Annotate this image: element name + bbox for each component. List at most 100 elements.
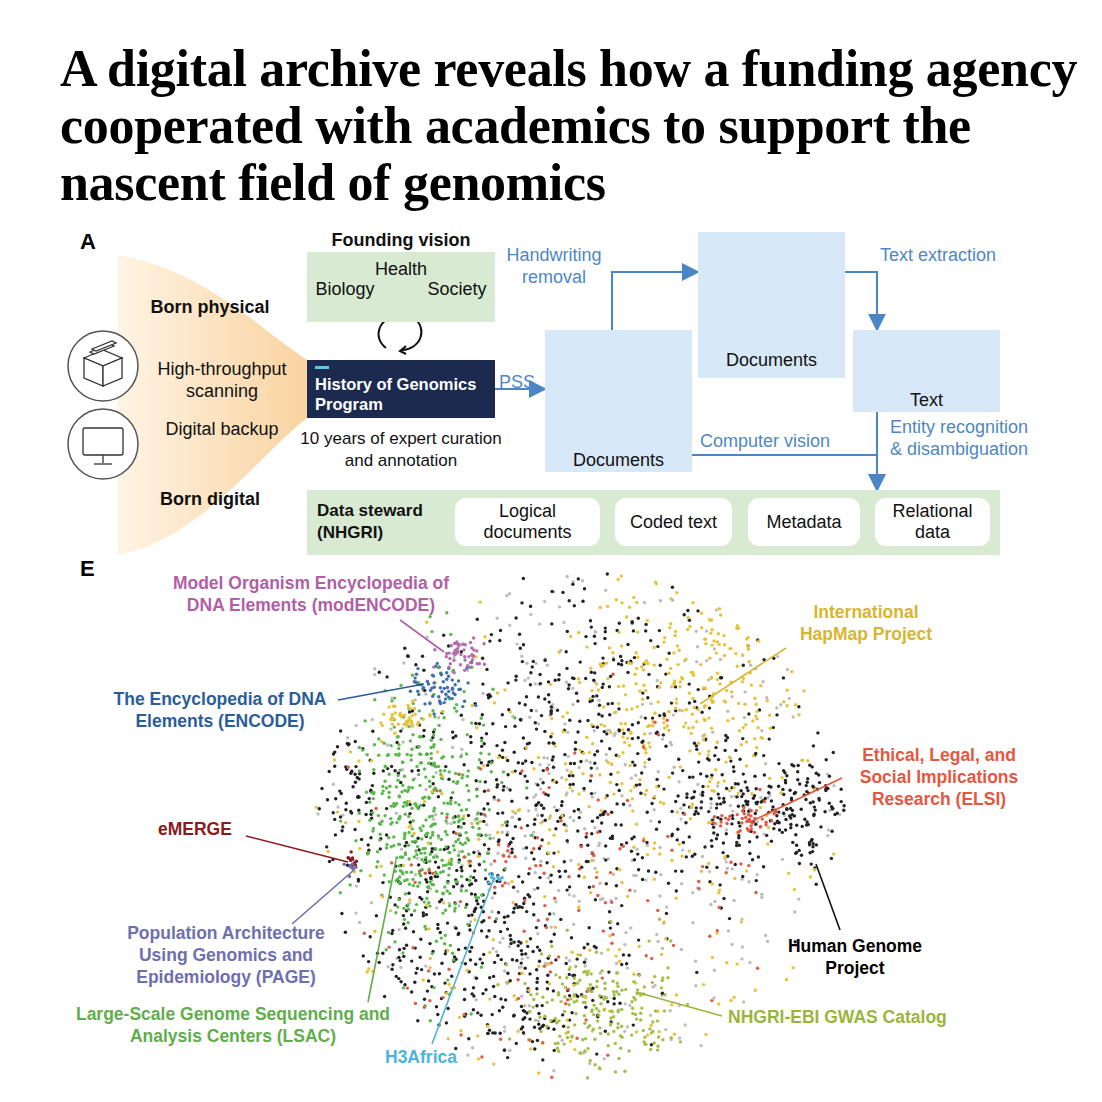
data-point — [407, 786, 410, 789]
data-point — [543, 697, 546, 700]
data-point — [389, 744, 392, 747]
data-point — [566, 768, 569, 771]
data-point — [644, 878, 647, 881]
data-point — [476, 811, 479, 814]
data-point — [445, 991, 448, 994]
data-point — [407, 908, 410, 911]
data-point — [644, 629, 647, 632]
data-point — [456, 880, 459, 883]
data-point — [607, 970, 610, 973]
data-point — [333, 750, 336, 753]
data-point — [722, 797, 725, 800]
data-point — [554, 900, 557, 903]
data-point — [482, 860, 485, 863]
data-point — [590, 766, 593, 769]
data-point — [387, 753, 390, 756]
data-point — [400, 848, 403, 851]
data-point — [453, 821, 456, 824]
data-point — [489, 863, 492, 866]
data-point — [474, 722, 477, 725]
data-point — [486, 802, 489, 805]
data-point — [782, 812, 785, 815]
data-point — [590, 625, 593, 628]
data-point — [806, 781, 809, 784]
data-point — [425, 753, 428, 756]
data-point — [803, 818, 806, 821]
data-point — [417, 745, 420, 748]
data-point — [341, 825, 344, 828]
data-point — [515, 642, 518, 645]
data-point — [318, 807, 321, 810]
data-point — [525, 846, 528, 849]
data-point — [716, 816, 719, 819]
data-point — [594, 630, 597, 633]
data-point — [399, 729, 402, 732]
data-point — [567, 683, 570, 686]
data-point — [529, 683, 532, 686]
data-point — [461, 718, 464, 721]
data-point — [593, 867, 596, 870]
data-point — [525, 786, 528, 789]
data-point — [403, 918, 406, 921]
data-point — [411, 674, 414, 677]
data-point — [546, 767, 549, 770]
data-point — [583, 961, 586, 964]
data-point — [671, 771, 674, 774]
data-point — [554, 679, 557, 682]
data-point — [637, 868, 640, 871]
data-point — [502, 788, 505, 791]
data-point — [422, 804, 425, 807]
data-point — [538, 876, 541, 879]
data-point — [548, 912, 551, 915]
data-point — [691, 891, 694, 894]
data-point — [437, 765, 440, 768]
data-point — [753, 775, 756, 778]
data-point — [685, 792, 688, 795]
data-point — [548, 700, 551, 703]
data-point — [546, 974, 549, 977]
data-point — [402, 922, 405, 925]
data-point — [632, 835, 635, 838]
data-point — [526, 956, 529, 959]
data-point — [785, 808, 788, 811]
data-point — [566, 630, 569, 633]
data-point — [455, 703, 458, 706]
data-point — [759, 796, 762, 799]
data-point — [425, 897, 428, 900]
data-point — [452, 885, 455, 888]
data-point — [723, 749, 726, 752]
data-point — [591, 795, 594, 798]
data-point — [484, 780, 487, 783]
data-point — [715, 866, 718, 869]
data-point — [437, 834, 440, 837]
data-point — [679, 807, 682, 810]
data-point — [619, 655, 622, 658]
data-point — [533, 1047, 536, 1050]
data-point — [738, 758, 741, 761]
data-point — [369, 836, 372, 839]
data-point — [603, 810, 606, 813]
data-point — [409, 739, 412, 742]
data-point — [474, 976, 477, 979]
data-point — [520, 601, 523, 604]
data-point — [528, 972, 531, 975]
data-point — [448, 892, 451, 895]
data-point — [449, 822, 452, 825]
data-point — [550, 925, 553, 928]
data-point — [598, 882, 601, 885]
data-point — [499, 629, 502, 632]
data-point — [390, 821, 393, 824]
data-point — [398, 959, 401, 962]
data-point — [601, 897, 604, 900]
data-point — [512, 1014, 515, 1017]
data-point — [448, 904, 451, 907]
data-point — [712, 826, 715, 829]
data-point — [506, 773, 509, 776]
data-point — [734, 782, 737, 785]
data-point — [392, 835, 395, 838]
data-point — [578, 816, 581, 819]
data-point — [748, 961, 751, 964]
data-point — [658, 629, 661, 632]
data-point — [355, 884, 358, 887]
data-point — [738, 824, 741, 827]
